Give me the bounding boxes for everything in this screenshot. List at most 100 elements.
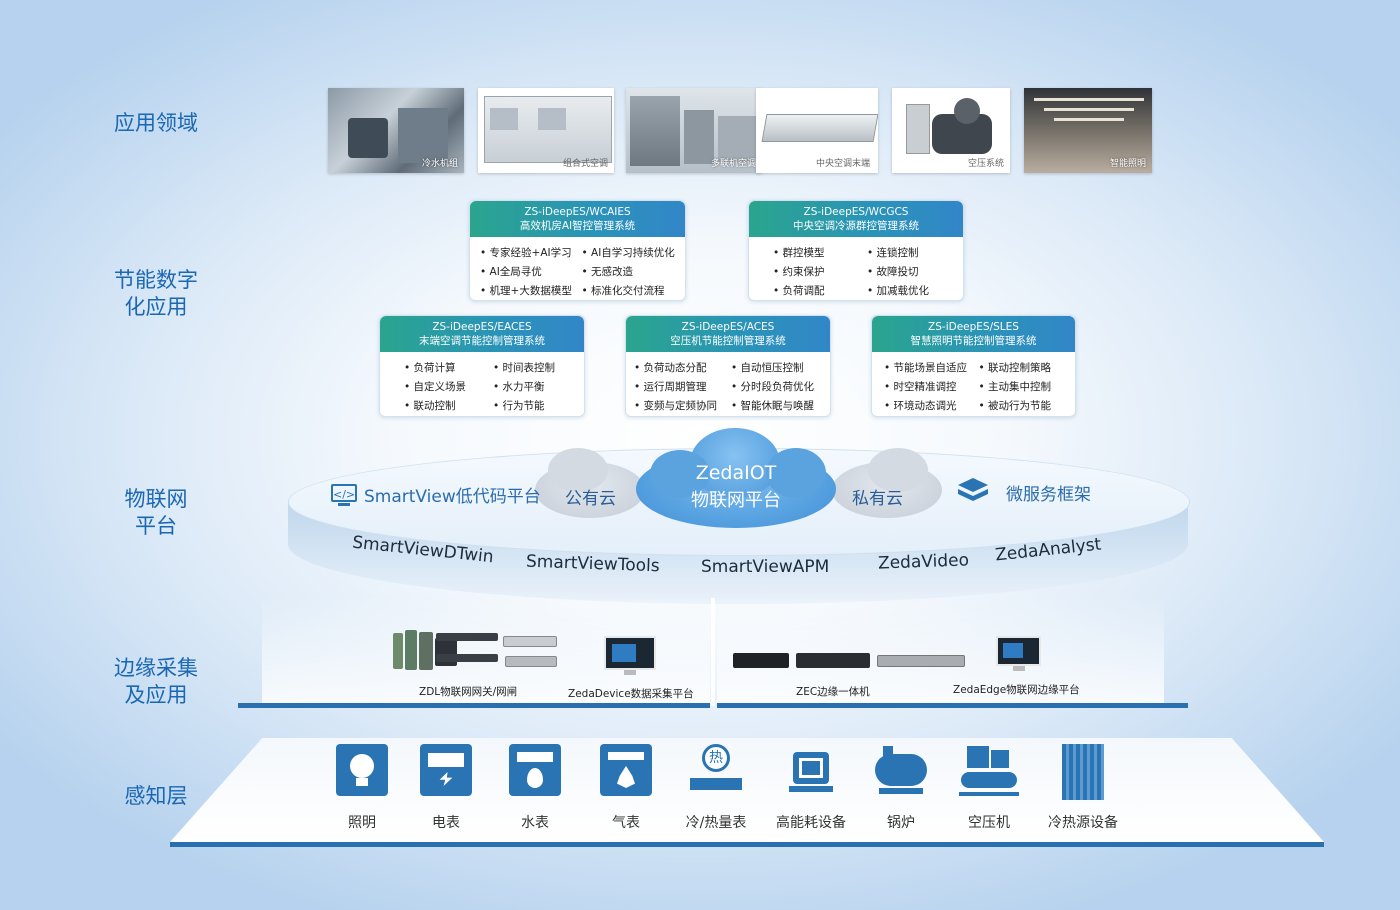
photo-caption: 多联机空调 bbox=[710, 159, 756, 169]
gateway-rack bbox=[436, 654, 498, 662]
card-item: 联动控制 bbox=[404, 398, 489, 413]
sensor-gas-meter[interactable]: 气表 bbox=[581, 744, 671, 832]
card-item: 机理+大数据模型 bbox=[480, 283, 578, 298]
card-item: 运行周期管理 bbox=[634, 379, 727, 394]
sensor-label: 电表 bbox=[432, 815, 460, 831]
air-compressor-icon bbox=[959, 744, 1019, 796]
card-item: 智能休眠与唤醒 bbox=[731, 398, 824, 413]
card-item: 环境动态调光 bbox=[884, 398, 975, 413]
card-item: 水力平衡 bbox=[493, 379, 578, 394]
edge-box bbox=[796, 653, 870, 668]
photo-terminal: 中央空调末端 bbox=[756, 88, 878, 173]
photo-air-compressor: 空压系统 bbox=[892, 88, 1010, 173]
sensor-high-energy-equipment[interactable]: 高能耗设备 bbox=[766, 744, 856, 832]
heat-meter-icon: 热 bbox=[690, 744, 742, 796]
data-platform-monitor bbox=[604, 636, 656, 670]
card-subtitle: 高效机房AI智控管理系统 bbox=[519, 220, 636, 232]
gateway-rack bbox=[505, 656, 557, 667]
card-item: 节能场景自适应 bbox=[884, 360, 975, 375]
card-item: 分时段负荷优化 bbox=[731, 379, 824, 394]
card-subtitle: 智慧照明节能控制管理系统 bbox=[910, 335, 1037, 347]
card-item: 负荷动态分配 bbox=[634, 360, 727, 375]
edge-platform-monitor bbox=[996, 636, 1041, 666]
card-title: ZS-iDeepES/SLES bbox=[928, 321, 1019, 333]
photo-caption: 组合式空调 bbox=[562, 159, 608, 169]
photo-chiller-plant: 冷水机组 bbox=[328, 88, 464, 173]
sensor-label: 锅炉 bbox=[887, 815, 915, 831]
card-subtitle: 中央空调冷源群控管理系统 bbox=[793, 220, 919, 232]
edge-panel-right bbox=[717, 595, 1164, 705]
sensor-heat-meter[interactable]: 热 冷/热量表 bbox=[671, 744, 761, 832]
layer-label-iot: 物联网 平台 bbox=[124, 487, 188, 538]
electric-meter-icon bbox=[420, 744, 472, 796]
lightbulb-icon bbox=[336, 744, 388, 796]
card-item: 标准化交付流程 bbox=[582, 283, 680, 298]
smartview-lowcode-label[interactable]: SmartView低代码平台 bbox=[364, 487, 541, 507]
edge-caption-zec: ZEC边缘一体机 bbox=[796, 686, 870, 698]
card-title: ZS-iDeepES/WCGCS bbox=[803, 206, 909, 218]
card-wcgcs[interactable]: ZS-iDeepES/WCGCS 中央空调冷源群控管理系统 群控模型 连锁控制 约… bbox=[748, 200, 964, 301]
card-aces[interactable]: ZS-iDeepES/ACES 空压机节能控制管理系统 负荷动态分配 自动恒压控制… bbox=[625, 315, 831, 417]
boiler-icon bbox=[869, 744, 933, 796]
sensor-electric-meter[interactable]: 电表 bbox=[401, 744, 491, 832]
edge-box bbox=[877, 655, 965, 667]
sensing-baseline bbox=[170, 842, 1324, 847]
card-item: 约束保护 bbox=[773, 264, 863, 279]
card-item: 行为节能 bbox=[493, 398, 578, 413]
edge-box bbox=[733, 653, 789, 668]
product-smartviewapm[interactable]: SmartViewAPM bbox=[701, 557, 830, 577]
edge-caption-zedadevice: ZedaDevice数据采集平台 bbox=[568, 688, 694, 700]
photo-lighting: 智能照明 bbox=[1024, 88, 1152, 173]
monitor-stand bbox=[1013, 666, 1025, 671]
sensor-label: 空压机 bbox=[968, 815, 1010, 831]
card-item: 群控模型 bbox=[773, 245, 863, 260]
sensor-air-compressor[interactable]: 空压机 bbox=[944, 744, 1034, 832]
gateway-rack bbox=[436, 633, 498, 641]
public-cloud-label: 公有云 bbox=[565, 489, 616, 509]
sensor-label: 照明 bbox=[348, 815, 376, 831]
edge-caption-zedaedge: ZedaEdge物联网边缘平台 bbox=[953, 684, 1080, 696]
iot-cloud-shape bbox=[766, 448, 826, 498]
public-cloud-shape bbox=[548, 448, 608, 492]
layer-label-sensing: 感知层 bbox=[124, 784, 188, 808]
card-item: 故障投切 bbox=[867, 264, 957, 279]
layer-label-application: 应用领域 bbox=[114, 111, 198, 135]
card-item: 专家经验+AI学习 bbox=[480, 245, 578, 260]
gateway-device bbox=[405, 630, 417, 670]
card-item: 连锁控制 bbox=[867, 245, 957, 260]
sensor-label: 气表 bbox=[612, 815, 640, 831]
monitor-stand bbox=[624, 670, 636, 675]
photo-caption: 冷水机组 bbox=[421, 159, 458, 169]
gateway-rack bbox=[503, 636, 557, 647]
layer-label-edge: 边缘采集 及应用 bbox=[114, 656, 198, 707]
card-title: ZS-iDeepES/WCAIES bbox=[524, 206, 631, 218]
card-title: ZS-iDeepES/ACES bbox=[681, 321, 775, 333]
card-item: 时空精准调控 bbox=[884, 379, 975, 394]
card-subtitle: 空压机节能控制管理系统 bbox=[670, 335, 786, 347]
private-cloud-shape bbox=[868, 448, 928, 492]
sensor-lighting[interactable]: 照明 bbox=[317, 744, 407, 832]
sensor-label: 冷/热量表 bbox=[685, 815, 747, 831]
card-item: 加减载优化 bbox=[867, 283, 957, 298]
product-zedavideo[interactable]: ZedaVideo bbox=[877, 550, 970, 574]
sensor-boiler[interactable]: 锅炉 bbox=[856, 744, 946, 832]
card-item: 变频与定频协同 bbox=[634, 398, 727, 413]
code-icon: </> bbox=[331, 484, 357, 502]
card-subtitle: 末端空调节能控制管理系统 bbox=[419, 335, 545, 347]
sensor-label: 冷热源设备 bbox=[1048, 815, 1118, 831]
motor-icon bbox=[785, 744, 837, 796]
sensor-label: 高能耗设备 bbox=[776, 815, 846, 831]
gateway-device bbox=[419, 632, 433, 670]
card-item: 自动恒压控制 bbox=[731, 360, 824, 375]
photo-ahu: 组合式空调 bbox=[478, 88, 614, 173]
sensor-label: 水表 bbox=[521, 815, 549, 831]
sensor-chiller[interactable]: 冷热源设备 bbox=[1038, 744, 1128, 832]
microservice-label[interactable]: 微服务框架 bbox=[1006, 485, 1091, 505]
monitor-stand bbox=[338, 503, 350, 506]
card-item: 时间表控制 bbox=[493, 360, 578, 375]
edge-caption-zdl: ZDL物联网网关/网闸 bbox=[419, 686, 518, 698]
sensor-water-meter[interactable]: 水表 bbox=[490, 744, 580, 832]
